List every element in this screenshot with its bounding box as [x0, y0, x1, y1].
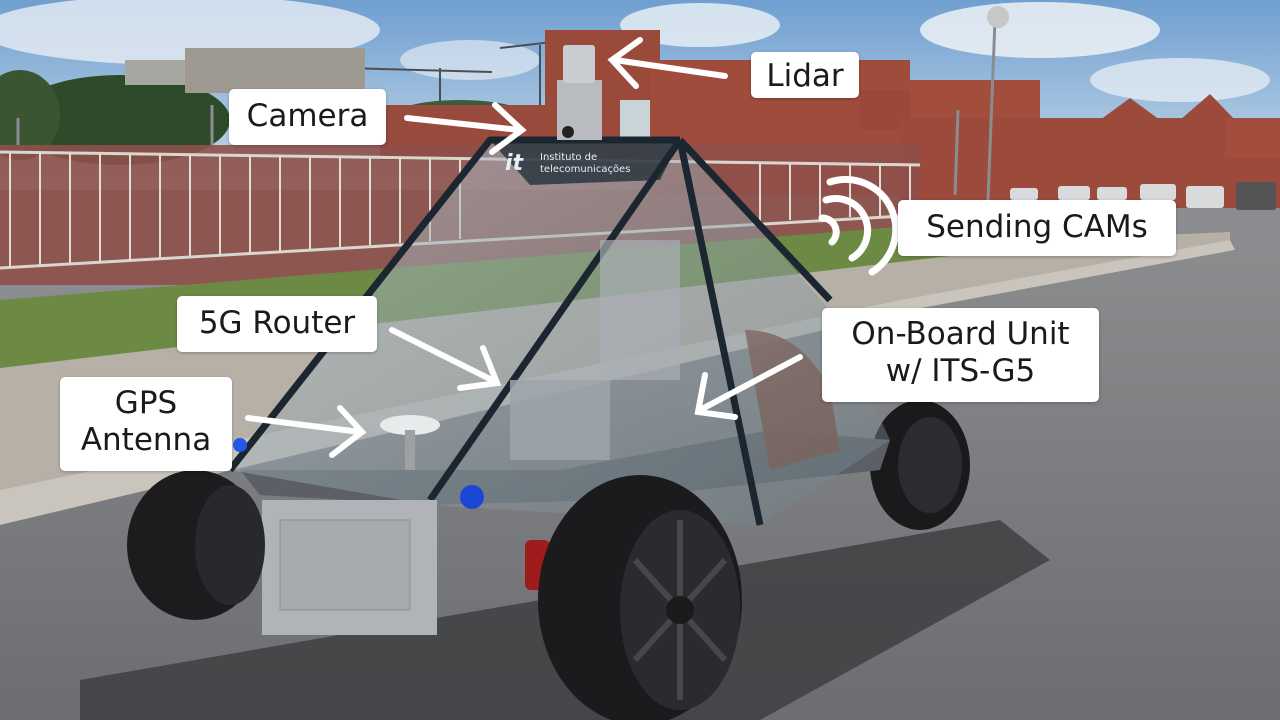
label-lidar: Lidar — [751, 52, 859, 98]
hood-text-line2: telecomunicações — [540, 164, 630, 175]
label-gps-antenna: GPS Antenna — [60, 377, 232, 471]
lamp-posts — [16, 19, 997, 201]
obu-line-2: w/ ITS-G5 — [885, 352, 1036, 389]
vehicle — [127, 45, 970, 720]
lidar-sensor — [563, 45, 595, 83]
gps-puck — [380, 415, 440, 435]
label-5g-router: 5G Router — [177, 296, 377, 352]
sidewalk — [0, 232, 1230, 490]
blue-light — [460, 485, 484, 509]
hood-logo: it — [505, 151, 525, 176]
hood-text-line1: Instituto de — [540, 152, 597, 163]
crane — [344, 41, 553, 110]
gps-line-2: Antenna — [80, 421, 212, 458]
parked-cars — [1010, 182, 1276, 210]
trees — [10, 75, 230, 165]
label-sending-cams: Sending CAMs — [898, 200, 1176, 256]
label-on-board-unit: On-Board Unit w/ ITS-G5 — [822, 308, 1099, 402]
curb — [0, 240, 1235, 525]
gps-line-1: GPS — [114, 385, 178, 421]
label-camera: Camera — [229, 89, 386, 145]
obu-line-1: On-Board Unit — [851, 316, 1070, 352]
